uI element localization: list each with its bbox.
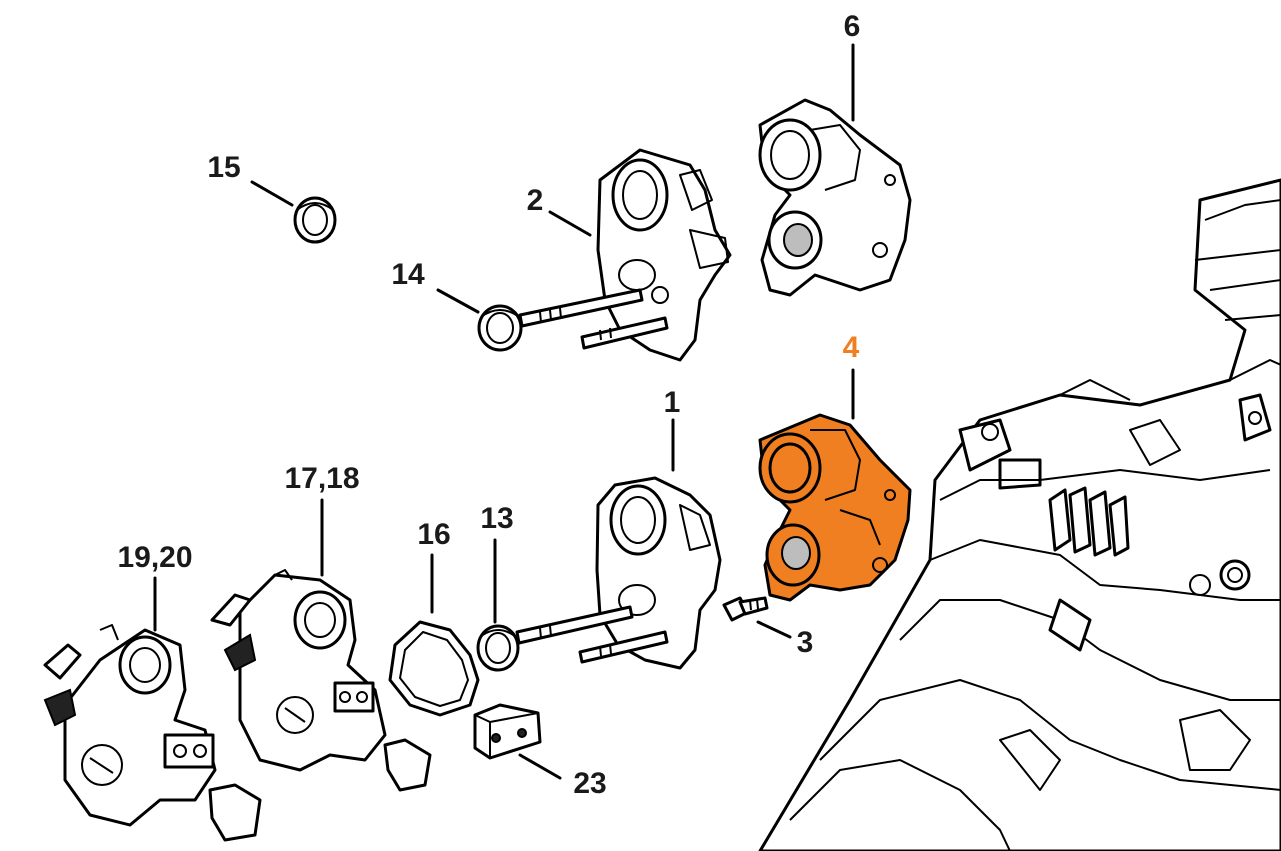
part-4-manifold-highlighted[interactable] — [758, 413, 912, 602]
part-23-bracket[interactable] — [473, 703, 542, 760]
part-13-ring[interactable] — [476, 624, 520, 672]
part-16-gasket[interactable] — [388, 620, 480, 717]
label-3: 3 — [797, 626, 814, 659]
part-6-manifold-upper[interactable] — [758, 98, 912, 297]
label-6: 6 — [844, 10, 861, 43]
label-17-18: 17,18 — [284, 462, 359, 495]
engine-housing — [758, 178, 1281, 851]
label-2: 2 — [527, 184, 544, 217]
part-15-ring[interactable] — [293, 196, 337, 244]
part-1-flange-lower[interactable] — [515, 476, 722, 670]
label-4: 4 — [843, 331, 860, 364]
part-2-flange-upper[interactable] — [518, 148, 732, 362]
part-labels: 6 15 2 14 4 1 17,18 16 13 19,20 3 23 — [117, 10, 860, 800]
part-3-screw[interactable] — [722, 596, 769, 622]
part-17-18-carburetor[interactable] — [210, 569, 432, 792]
label-16: 16 — [417, 518, 450, 551]
label-1: 1 — [664, 386, 681, 419]
leader-14 — [436, 288, 480, 314]
leader-lines — [153, 43, 855, 780]
label-15: 15 — [207, 151, 240, 184]
leader-3 — [756, 620, 792, 639]
label-23: 23 — [573, 767, 606, 800]
part-14-ring[interactable] — [477, 304, 523, 352]
label-19-20: 19,20 — [117, 541, 192, 574]
leader-15 — [250, 180, 294, 207]
label-14: 14 — [391, 258, 425, 291]
leader-23 — [518, 753, 562, 780]
label-13: 13 — [480, 502, 513, 535]
leader-2 — [548, 210, 592, 237]
part-19-20-carburetor[interactable] — [43, 624, 262, 842]
